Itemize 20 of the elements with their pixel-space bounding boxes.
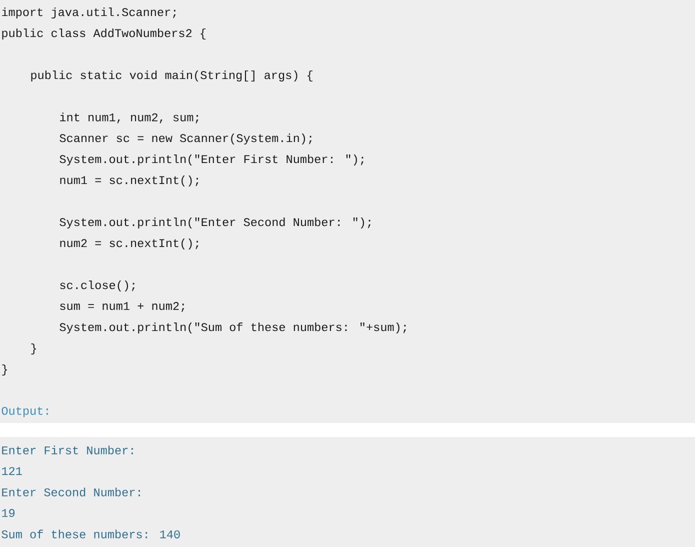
code-line: System.out.println("Enter Second Number: "); (60, 218, 371, 228)
output-line: 121 (2, 467, 22, 475)
code-line: System.out.println("Enter First Number: "); (60, 154, 364, 166)
code-line: public static void main(String[] args) { (31, 70, 312, 82)
output-line: Enter First Number: (2, 446, 133, 454)
output-line: 19 (2, 509, 15, 517)
code-line: public class AddTwoNumbers2 { (2, 28, 206, 40)
code-line: sum = num1 + num2; (60, 302, 184, 312)
code-line: Scanner sc = new Scanner(System.in); (60, 134, 312, 144)
code-line: num2 = sc.nextInt(); (60, 238, 198, 250)
code-line: int num1, num2, sum; (60, 112, 198, 124)
output-line: Sum of these numbers: 140 (2, 530, 180, 538)
code-line: num1 = sc.nextInt(); (60, 176, 198, 186)
code-line: } (31, 344, 36, 354)
code-line: } (2, 364, 7, 376)
section-heading: Output: (2, 406, 48, 418)
code-line: System.out.println("Sum of these numbers: "+sum); (60, 322, 406, 334)
code-line: import java.util.Scanner; (2, 8, 176, 18)
output-line: Enter Second Number: (2, 488, 140, 496)
code-line: sc.close(); (60, 280, 135, 292)
